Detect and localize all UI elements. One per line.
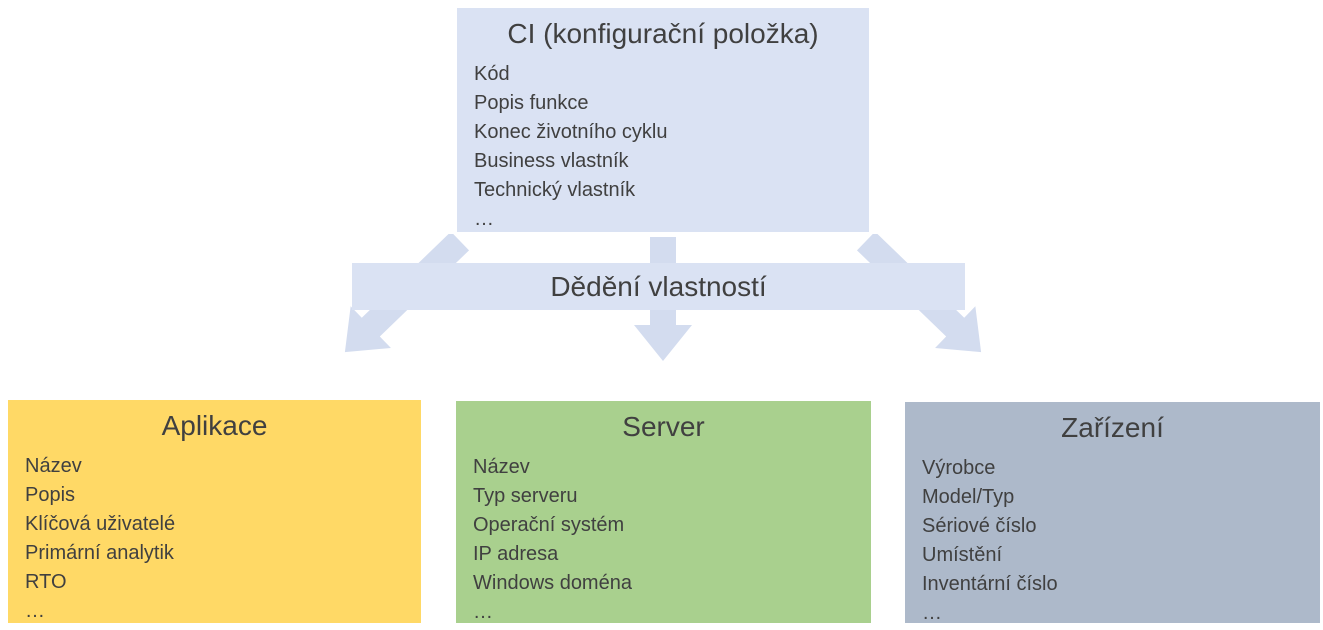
attribute-item: Název	[473, 456, 530, 478]
attribute-item: Inventární číslo	[922, 573, 1058, 595]
attribute-item: Typ serveru	[473, 485, 578, 507]
attribute-item: Model/Typ	[922, 486, 1015, 508]
attribute-item: …	[922, 602, 942, 624]
attribute-item: IP adresa	[473, 543, 559, 565]
attribute-item: …	[473, 601, 493, 623]
child-box-zarizeni-title: Zařízení	[1061, 412, 1164, 443]
attribute-item: Umístění	[922, 544, 1003, 566]
attribute-item: Primární analytik	[25, 542, 174, 564]
attribute-item: Klíčová uživatelé	[25, 513, 176, 535]
child-box-aplikace-title: Aplikace	[161, 410, 268, 441]
ci-parent-title: CI (konfigurační položka)	[507, 18, 819, 49]
inheritance-label: Dědění vlastností	[550, 271, 767, 302]
attribute-item: Název	[25, 455, 82, 477]
attribute-item: Výrobce	[922, 457, 996, 479]
attribute-item: Windows doména	[473, 572, 632, 594]
attribute-item: Kód	[474, 63, 510, 85]
attribute-item: Popis funkce	[474, 92, 589, 114]
attribute-item: RTO	[25, 571, 67, 593]
attribute-item: Technický vlastník	[474, 179, 636, 201]
attribute-item: Konec životního cyklu	[474, 121, 668, 143]
attribute-item: …	[474, 208, 494, 230]
inheritance-band: Dědění vlastností	[352, 263, 965, 310]
attribute-item: Business vlastník	[474, 150, 629, 172]
attribute-item: …	[25, 600, 45, 622]
attribute-item: Popis	[25, 484, 76, 506]
attribute-item: Sériové číslo	[922, 515, 1037, 537]
attribute-item: Operační systém	[473, 514, 625, 536]
child-box-server-title: Server	[622, 411, 705, 442]
